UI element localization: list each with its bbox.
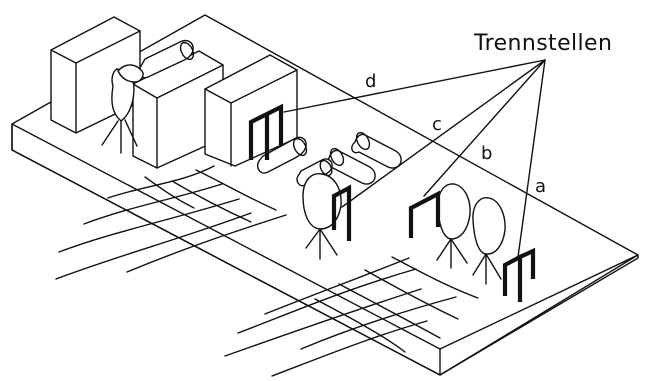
trennstellen-label: Trennstellen [473, 31, 612, 56]
component-bulb-middle [302, 173, 342, 260]
wire-bundle-right [224, 256, 479, 377]
component-bulb-left [101, 64, 144, 154]
cylinder-small-front [296, 158, 333, 187]
label-b: b [481, 143, 492, 164]
cylinder-mid-3 [351, 131, 402, 169]
jumper-d [248, 103, 284, 160]
label-a: a [535, 176, 546, 197]
jumper-a [502, 247, 536, 302]
wire-bundle-left [55, 165, 287, 280]
component-bulb-right-1 [436, 183, 471, 269]
label-c: c [432, 114, 442, 135]
component-bulb-right-2 [472, 197, 506, 285]
jumper-b [408, 190, 441, 238]
label-d: d [365, 71, 376, 92]
trennstellen-leader-lines [283, 59, 546, 258]
cylinder-mid-1 [256, 136, 308, 174]
jumper-c [331, 184, 352, 241]
